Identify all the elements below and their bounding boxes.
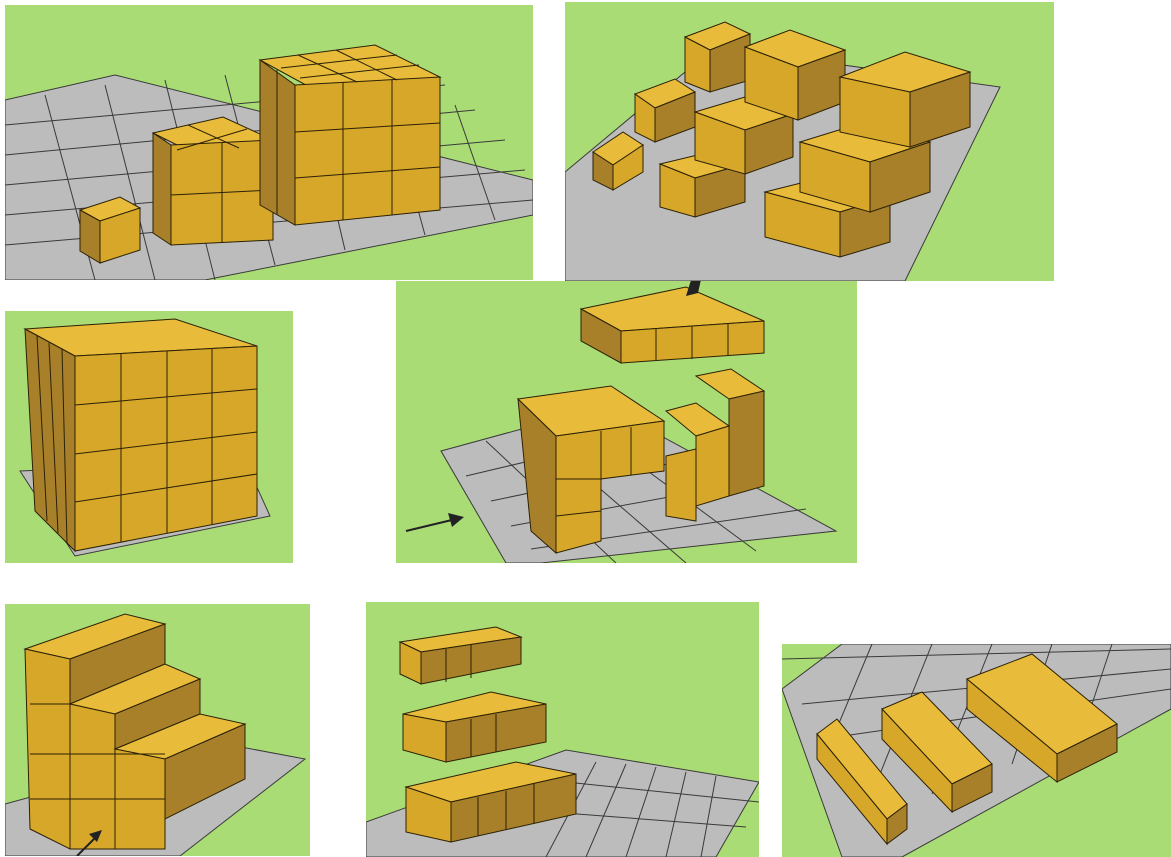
large-cube (260, 45, 440, 225)
four-cube (25, 319, 257, 551)
small-cube (80, 197, 140, 263)
large-cube-drawing (5, 311, 293, 563)
panel-prism-arrangement (565, 2, 1054, 281)
panel-staircase (5, 604, 310, 856)
cube-decomposition-drawing (396, 281, 857, 563)
panel-large-cube (5, 311, 293, 563)
panel-layers-laid-flat (782, 644, 1171, 857)
panel-cube-sizes (5, 5, 533, 280)
staircase-drawing (5, 604, 310, 856)
panel-cube-decomposition (396, 281, 857, 563)
layers-laid-flat-drawing (782, 644, 1171, 857)
prism-arrangement-drawing (565, 2, 1054, 281)
layer-stack-drawing (366, 602, 759, 857)
medium-cube (153, 117, 273, 245)
cube-sizes-drawing (5, 5, 533, 280)
panel-layer-stack (366, 602, 759, 857)
